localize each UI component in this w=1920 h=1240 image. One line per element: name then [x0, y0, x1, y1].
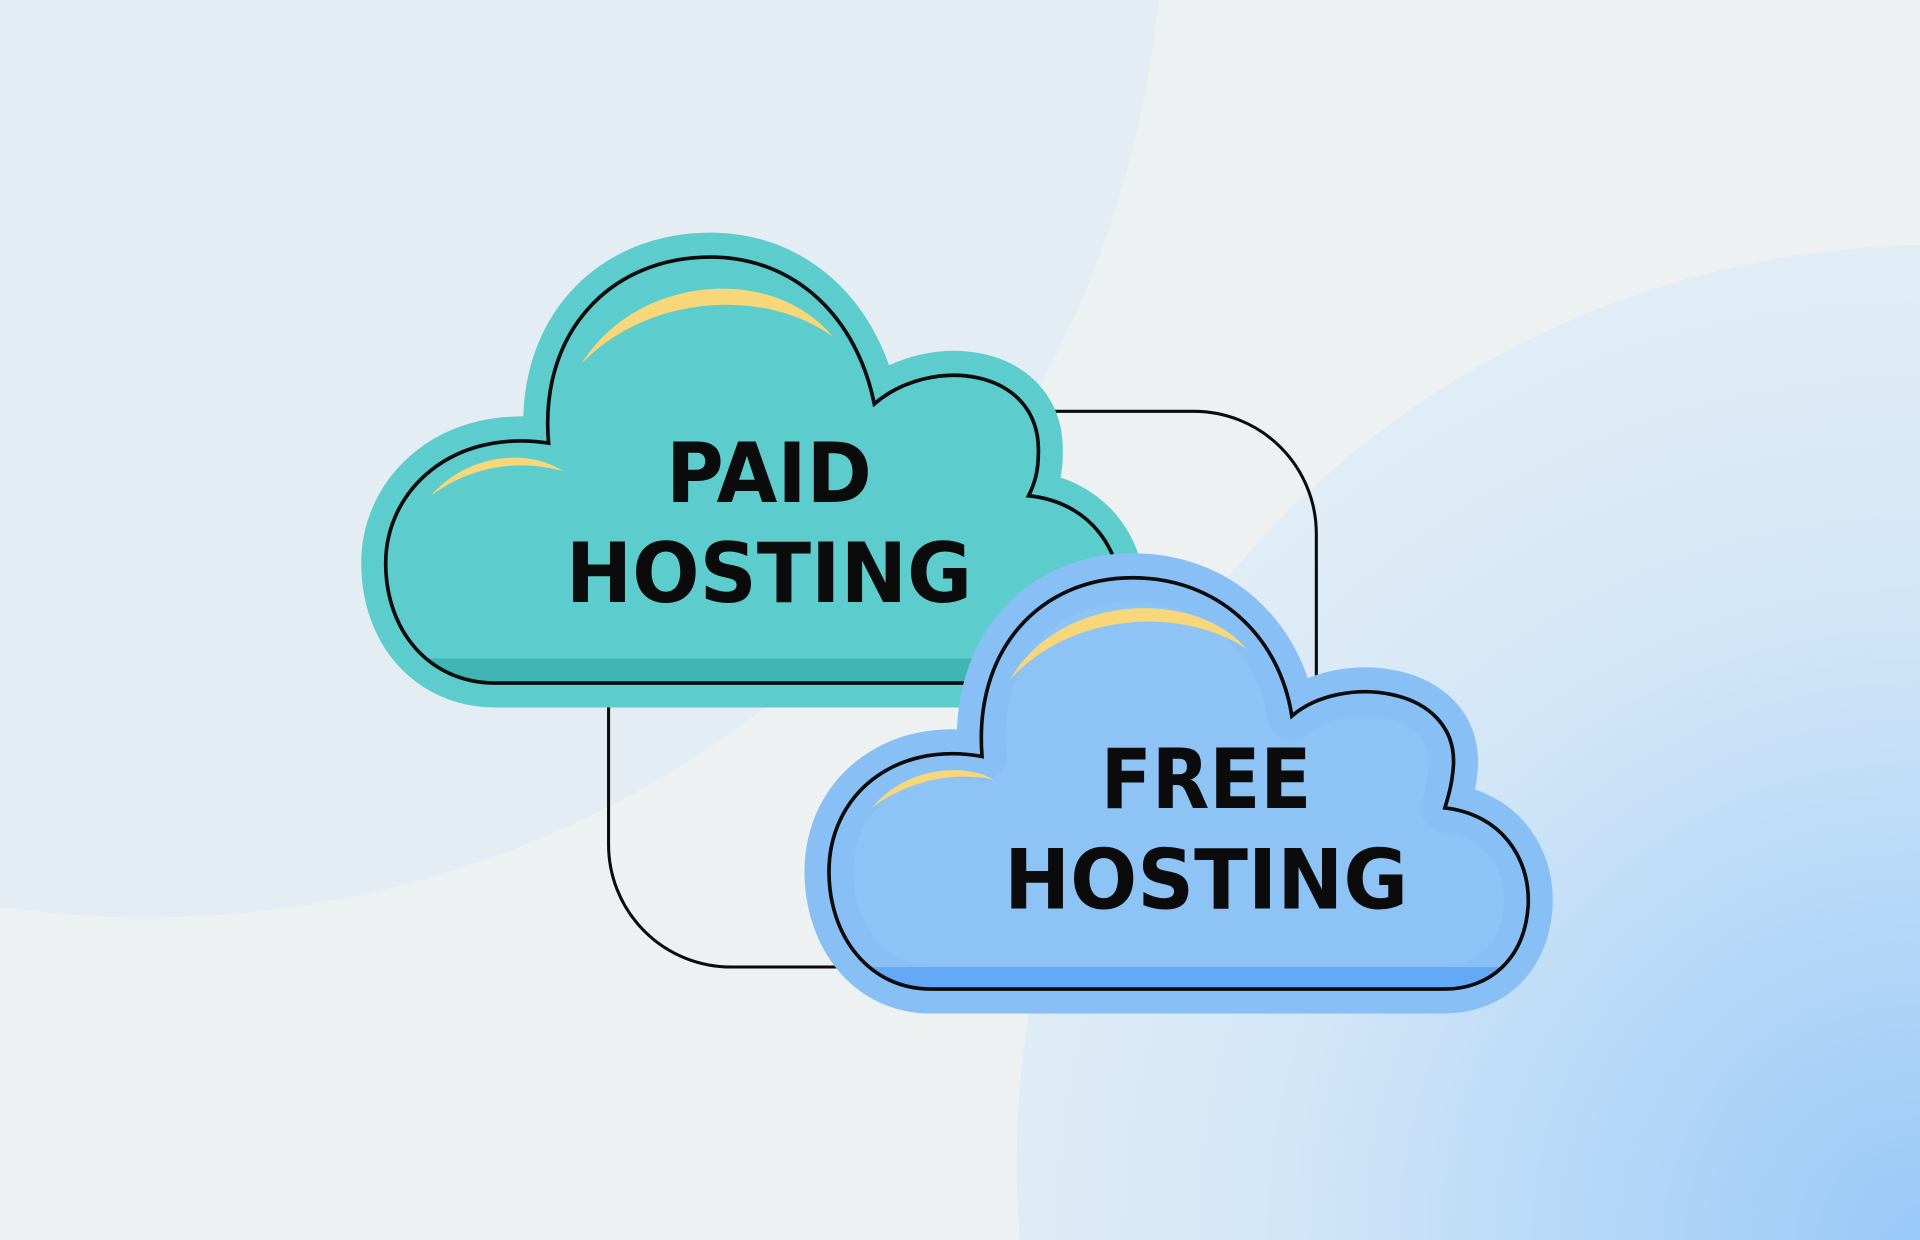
highlight-icon — [871, 770, 995, 808]
paid-label-line1: PAID — [666, 425, 872, 522]
highlight-icon — [1010, 608, 1247, 680]
paid-label-line2: HOSTING — [566, 525, 973, 622]
highlight-icon — [431, 457, 564, 496]
highlight-icon — [581, 288, 833, 364]
free-hosting-cloud: FREE HOSTING — [804, 553, 1553, 1014]
free-label-line2: HOSTING — [1004, 831, 1408, 928]
free-label-line1: FREE — [1101, 731, 1312, 828]
paid-hosting-cloud: PAID HOSTING — [361, 232, 1146, 708]
